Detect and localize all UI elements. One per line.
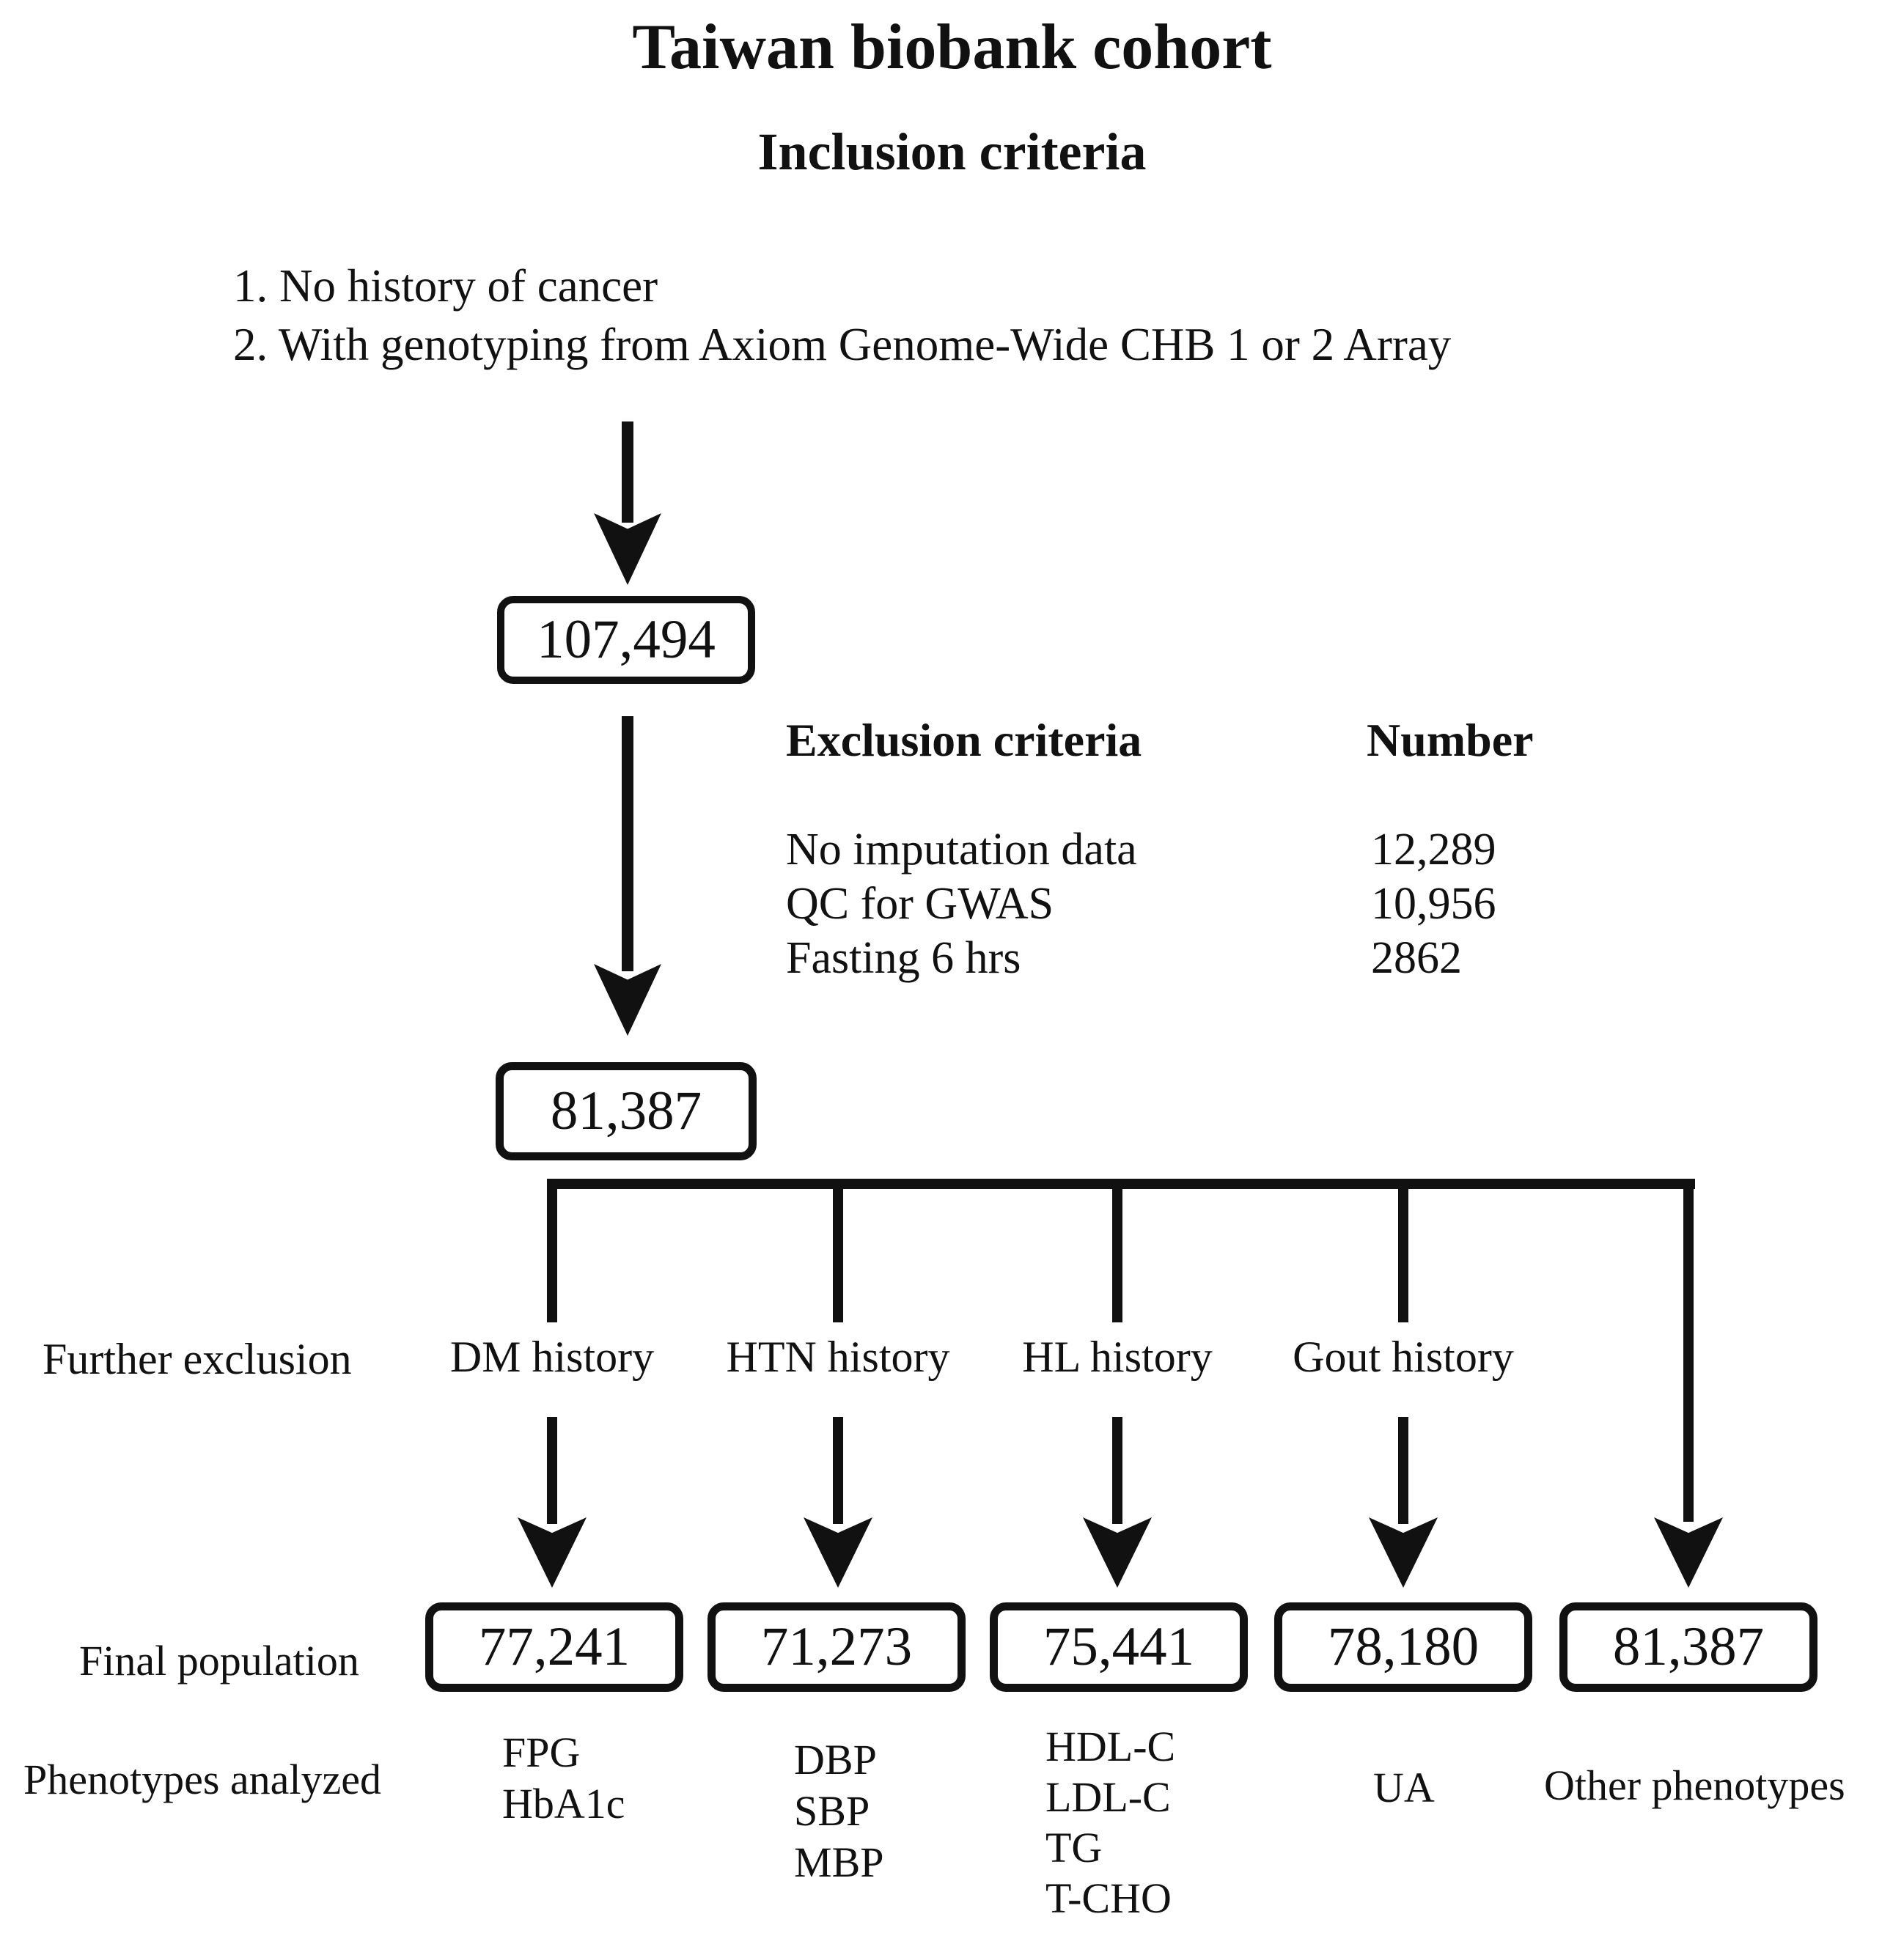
branch-arrow-stem [1112, 1417, 1122, 1524]
phenotype-item: LDL-C [1045, 1773, 1171, 1821]
branch-history-label: Gout history [1293, 1333, 1514, 1381]
inclusion-item: 2. With genotyping from Axiom Genome-Wid… [233, 319, 1452, 370]
phenotype-item: T-CHO [1045, 1874, 1172, 1922]
cohort-box-after-exclusion: 81,387 [496, 1062, 757, 1160]
down-arrow-stem [622, 716, 633, 971]
final-population-box: 81,387 [1559, 1602, 1817, 1692]
exclusion-row-number: 2862 [1371, 933, 1462, 983]
inclusion-criteria-list: 1. No history of cancer 2. With genotypi… [233, 257, 1451, 374]
exclusion-labels-column: No imputation data QC for GWAS Fasting 6… [786, 822, 1137, 985]
final-population-box: 75,441 [990, 1602, 1248, 1692]
down-arrow-stem [622, 421, 633, 523]
exclusion-numbers-column: 12,289 10,956 2862 [1371, 822, 1496, 985]
branch-history-label: HL history [1022, 1333, 1213, 1381]
inclusion-item: 1. No history of cancer [233, 260, 658, 312]
final-population-label: Final population [79, 1637, 359, 1685]
phenotype-item: DBP [794, 1736, 877, 1783]
phenotype-item: TG [1045, 1824, 1103, 1871]
phenotype-item: FPG [502, 1728, 581, 1776]
exclusion-row-number: 12,289 [1371, 825, 1496, 875]
phenotypes-analyzed-label: Phenotypes analyzed [23, 1756, 382, 1803]
branch-line-full [1683, 1179, 1694, 1522]
branch-arrow-stem [547, 1417, 557, 1524]
down-arrow-head-icon [518, 1517, 587, 1588]
phenotype-list: Other phenotypes [1544, 1761, 1845, 1810]
phenotype-item: MBP [794, 1838, 884, 1886]
branch-line-upper [547, 1179, 557, 1322]
exclusion-row-number: 10,956 [1371, 879, 1496, 929]
down-arrow-head-icon [594, 964, 661, 1036]
branch-history-label: DM history [449, 1333, 655, 1381]
exclusion-row-label: Fasting 6 hrs [786, 933, 1021, 983]
exclusion-number-header: Number [1367, 714, 1534, 766]
exclusion-row-label: QC for GWAS [786, 879, 1054, 929]
final-population-box: 71,273 [707, 1602, 966, 1692]
phenotype-list: DBP SBP MBP [794, 1734, 884, 1888]
phenotype-item: Other phenotypes [1544, 1761, 1845, 1809]
branch-line-upper [1112, 1179, 1122, 1322]
down-arrow-head-icon [1654, 1517, 1723, 1588]
page-title: Taiwan biobank cohort [632, 12, 1272, 83]
branch-line-upper [1398, 1179, 1408, 1322]
final-population-box: 77,241 [425, 1602, 683, 1692]
phenotype-list: FPG HbA1c [502, 1727, 625, 1830]
inclusion-criteria-title: Inclusion criteria [757, 122, 1147, 181]
final-population-box: 78,180 [1274, 1602, 1532, 1692]
phenotype-item: HDL-C [1045, 1723, 1176, 1770]
phenotype-list: HDL-C LDL-C TG T-CHO [1045, 1721, 1175, 1923]
down-arrow-head-icon [1083, 1517, 1152, 1588]
branch-line-upper [833, 1179, 843, 1322]
cohort-box-initial: 107,494 [497, 596, 755, 684]
further-exclusion-label: Further exclusion [43, 1335, 352, 1383]
branch-arrow-stem [833, 1417, 843, 1524]
phenotype-list: UA [1373, 1763, 1435, 1812]
phenotype-item: UA [1373, 1764, 1435, 1811]
down-arrow-head-icon [594, 513, 661, 585]
down-arrow-head-icon [804, 1517, 872, 1588]
branch-history-label: HTN history [726, 1333, 950, 1381]
exclusion-criteria-header: Exclusion criteria [786, 714, 1142, 766]
exclusion-row-label: No imputation data [786, 825, 1137, 875]
branch-arrow-stem [1398, 1417, 1408, 1524]
down-arrow-head-icon [1369, 1517, 1438, 1588]
phenotype-item: HbA1c [502, 1780, 625, 1827]
phenotype-item: SBP [794, 1787, 870, 1835]
